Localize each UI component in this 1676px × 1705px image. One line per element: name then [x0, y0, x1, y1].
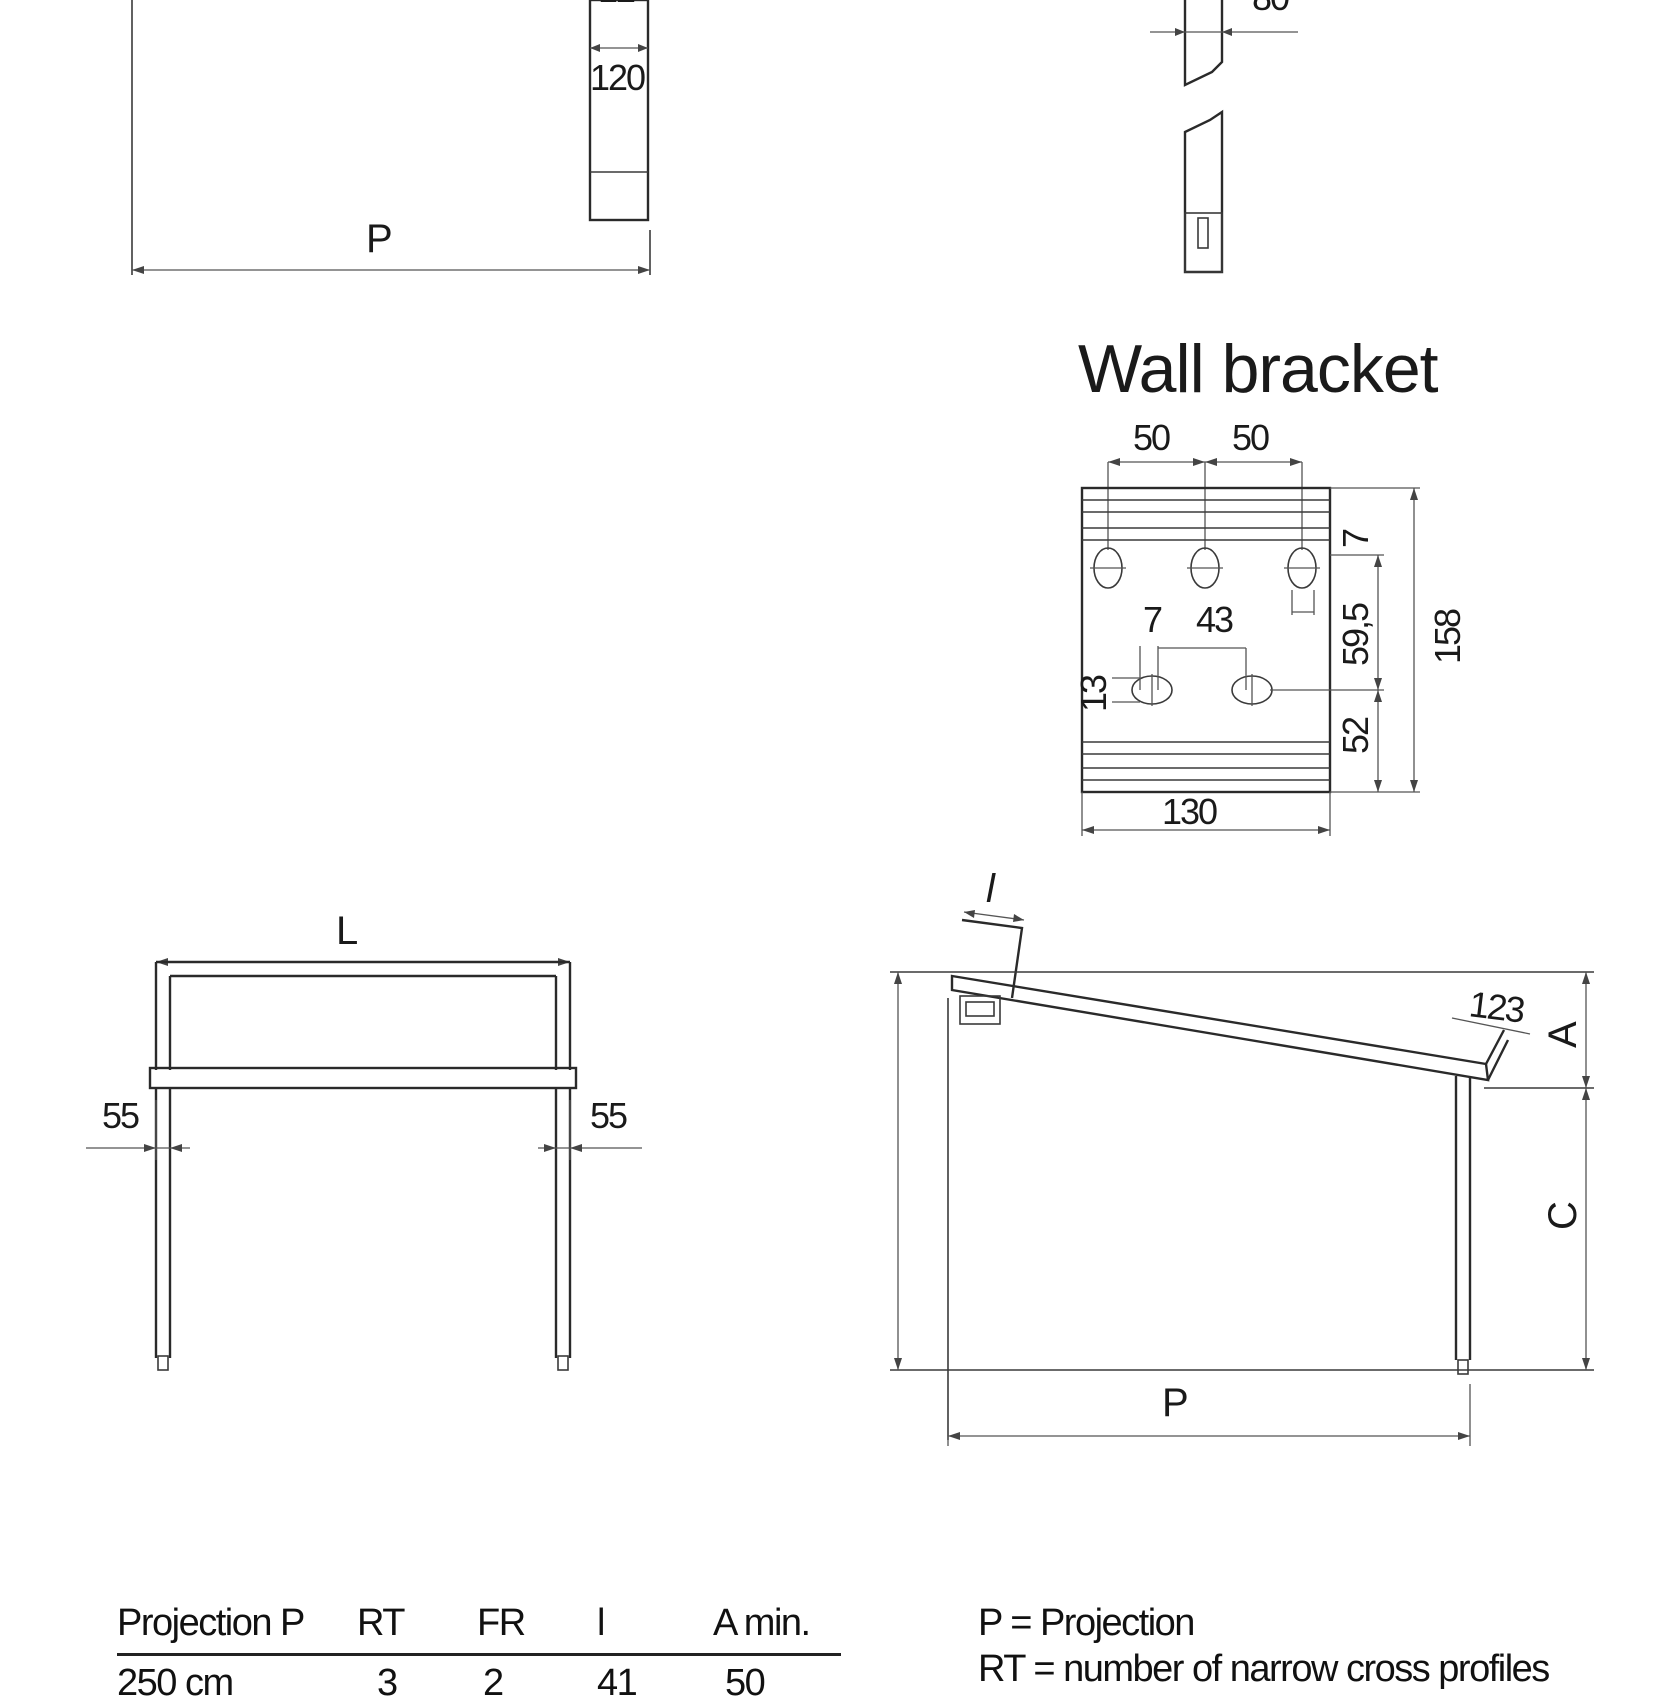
- wall-bracket-title: Wall bracket: [1078, 331, 1439, 407]
- dim-height-total: 158: [1427, 609, 1468, 664]
- table-row: 250 cm 3 2 41 50: [117, 1655, 841, 1705]
- front-view: L 55 55: [86, 909, 642, 1370]
- header-rt: RT: [357, 1598, 477, 1655]
- profile-dimension: 123: [1467, 983, 1527, 1030]
- cell-projection: 250 cm: [117, 1655, 357, 1705]
- dim-slot-left: 13: [1073, 675, 1114, 712]
- table-header-row: Projection P RT FR l A min.: [117, 1598, 841, 1655]
- header-l: l: [597, 1598, 713, 1655]
- dimension-c: C: [1541, 1201, 1585, 1230]
- cell-rt: 3: [357, 1655, 477, 1705]
- projection-label: P: [366, 217, 393, 261]
- cell-a-min: 50: [713, 1655, 841, 1705]
- header-fr: FR: [477, 1598, 597, 1655]
- projection-label: P: [1162, 1381, 1189, 1425]
- dim-width: 130: [1162, 791, 1217, 832]
- wall-bracket: Wall bracket 50 50 7: [1073, 331, 1468, 836]
- legend: P = Projection RT = number of narrow cro…: [978, 1600, 1549, 1692]
- cut-off-dimension: 12: [598, 0, 635, 10]
- cell-fr: 2: [477, 1655, 597, 1705]
- width-dimension: 120: [590, 57, 645, 98]
- dimension-a: A: [1541, 1021, 1585, 1048]
- top-right-view: 80: [1150, 0, 1298, 272]
- header-projection: Projection P: [117, 1598, 357, 1655]
- side-view: l 123 A C P: [890, 867, 1594, 1446]
- dim-slot-height: 7: [1335, 529, 1376, 548]
- cell-l: 41: [597, 1655, 713, 1705]
- dim-top-right: 50: [1232, 417, 1269, 458]
- dim-height-bottom: 52: [1335, 717, 1376, 754]
- legend-item: P = Projection: [978, 1600, 1549, 1646]
- dim-slot-width: 7: [1143, 599, 1162, 640]
- bracket-depth-label: l: [986, 867, 996, 911]
- right-post-dimension: 55: [590, 1095, 627, 1136]
- top-left-view: 120 12 P: [132, 0, 650, 275]
- cut-off-dimension: 80: [1252, 0, 1289, 18]
- legend-item: RT = number of narrow cross profiles: [978, 1646, 1549, 1692]
- projection-table: Projection P RT FR l A min. 250 cm 3 2 4…: [117, 1598, 841, 1705]
- dim-top-left: 50: [1133, 417, 1170, 458]
- left-post-dimension: 55: [102, 1095, 139, 1136]
- length-label: L: [336, 909, 358, 953]
- header-a-min: A min.: [713, 1598, 841, 1655]
- dim-height-mid: 59,5: [1335, 603, 1376, 666]
- dim-spacing: 43: [1196, 599, 1233, 640]
